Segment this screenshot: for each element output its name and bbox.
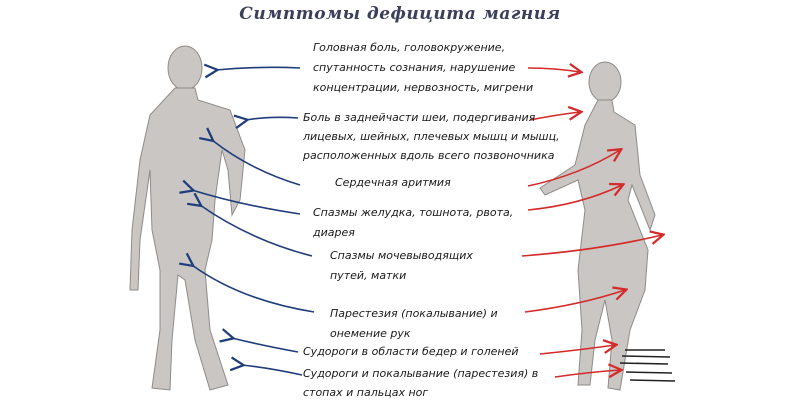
symptom-line: Головная боль, головокружение, [313, 41, 506, 54]
arrow-female-3 [527, 150, 620, 187]
symptom-line: диарея [313, 226, 355, 239]
arrow-female-6 [524, 290, 625, 313]
symptom-arrhythmia: Сердечная аритмия [335, 173, 451, 193]
arrow-male-7 [232, 338, 299, 353]
symptom-stomach: Спазмы желудка, тошнота, рвота, диарея [313, 203, 513, 243]
arrow-male-5 [200, 205, 313, 257]
symptom-urinary: Спазмы мочевыводящих путей, матки [330, 246, 473, 286]
symptom-line: спутанность сознания, нарушение [313, 61, 516, 74]
arrow-female-4 [527, 185, 622, 211]
symptom-line: Судороги в области бедер и голеней [303, 345, 519, 358]
symptom-line: Парестезия (покалывание) и [330, 307, 498, 320]
arrow-male-3 [212, 140, 301, 186]
arrow-female-8 [554, 370, 620, 377]
symptom-line: Судороги и покалывание (парестезия) в [303, 367, 539, 380]
infographic-title: Симптомы дефицита магния [239, 4, 561, 24]
symptom-line: путей, матки [330, 269, 407, 282]
arrow-male-2 [246, 117, 299, 120]
arrow-male-1 [216, 67, 301, 70]
arrow-male-8 [242, 365, 303, 376]
symptom-hands: Парестезия (покалывание) и онемение рук [330, 304, 498, 344]
arrow-female-1 [527, 68, 580, 72]
symptom-line: лицевых, шейных, плечевых мышц и мышц, [303, 130, 560, 143]
symptom-line: расположенных вдоль всего позвоночника [303, 149, 555, 162]
symptom-line: концентрации, нервозность, мигрени [313, 81, 534, 94]
male-arrows [192, 67, 315, 376]
arrow-female-7 [539, 345, 615, 355]
arrow-female-5 [521, 235, 662, 257]
symptom-line: Сердечная аритмия [335, 176, 451, 189]
arrow-male-6 [192, 265, 315, 313]
symptom-line: Спазмы мочевыводящих [330, 249, 473, 262]
female-arrows [521, 68, 662, 377]
symptom-headache: Головная боль, головокружение, спутаннос… [313, 38, 533, 98]
floor-hatch-icon [619, 349, 676, 382]
symptom-neck-pain: Боль в заднейчасти шеи, подергивания лиц… [303, 108, 560, 165]
arrow-female-2 [529, 112, 580, 121]
symptom-line: Боль в заднейчасти шеи, подергивания [303, 111, 536, 124]
symptom-leg-cramps: Судороги в области бедер и голеней [303, 342, 519, 362]
male-figure [129, 45, 246, 391]
symptom-line: стопах и пальцах ног [303, 386, 429, 399]
symptom-line: Спазмы желудка, тошнота, рвота, [313, 206, 514, 219]
symptom-feet: Судороги и покалывание (парестезия) в ст… [303, 364, 538, 400]
symptom-line: онемение рук [330, 327, 411, 340]
